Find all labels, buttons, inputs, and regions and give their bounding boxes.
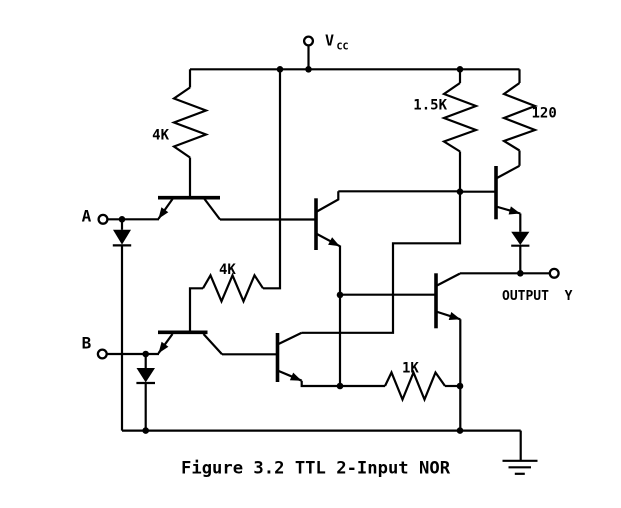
resistor-1k5-label: 1.5K (413, 98, 447, 114)
resistor-zigzag (440, 82, 480, 153)
resistor-4k-input-b: 4K (188, 69, 282, 332)
q3-collector (315, 191, 340, 213)
ground-rail (122, 427, 538, 475)
input-a: A (82, 207, 159, 226)
vcc-terminal (302, 35, 315, 47)
ground-symbol-icon (502, 459, 538, 475)
resistor-4k-a-label: 4K (152, 128, 169, 144)
diode-triangle (511, 231, 530, 245)
junction-dot (456, 427, 464, 434)
junction-dot (142, 427, 149, 434)
junction-dot (456, 382, 464, 390)
input-a-label: A (82, 207, 92, 226)
q2-emitter-arrow-icon (158, 341, 169, 354)
resistor-1k5: 1.5K (413, 69, 480, 192)
transistor-q6-output-low (434, 272, 462, 431)
output-label: OUTPUT Y (502, 289, 573, 304)
transistor-q4-phase-splitter-b (275, 191, 462, 388)
vcc-subscript-label: CC (337, 42, 349, 53)
q1-emitter-arrow-icon (158, 207, 169, 219)
phase-splitter-node-wires (336, 188, 464, 390)
transistor-q1-input-a (157, 195, 316, 221)
input-b: B (82, 334, 159, 360)
resistor-zigzag (384, 369, 446, 403)
resistor-4k-input-a: 4K (152, 69, 210, 197)
q5-emitter-arrow-icon (508, 206, 521, 215)
resistor-1k-label: 1K (402, 361, 419, 377)
output-terminal (548, 267, 560, 279)
q6-collector (435, 272, 461, 287)
resistor-120-label: 120 (532, 106, 557, 122)
q4-collector-wire (301, 191, 462, 334)
vcc-label: V (325, 32, 334, 50)
transistor-q5-output-high (460, 164, 522, 232)
transistor-q2-input-b (157, 330, 278, 356)
resistor-1k: 1K (340, 361, 464, 403)
transistor-q3-phase-splitter-a (314, 190, 460, 295)
resistor-lead (188, 287, 203, 332)
q6-emitter-arrow-icon (448, 312, 461, 320)
output-shift-diode (511, 231, 530, 274)
diode-triangle (136, 368, 155, 383)
q4-emitter-arrow-icon (289, 372, 302, 381)
riser-to-vcc-wire (263, 69, 282, 290)
q4-emitter-wire (300, 380, 340, 388)
q3-emitter-arrow-icon (328, 237, 340, 247)
resistor-zigzag (500, 82, 539, 152)
resistor-4k-b-label: 4K (219, 262, 236, 278)
input-b-terminal (96, 348, 108, 360)
junction-dot (517, 270, 524, 277)
vcc-power-rail: V CC (190, 32, 520, 73)
clamp-diode-a (112, 219, 132, 431)
q4-collector (277, 331, 303, 346)
clamp-diode-b (136, 354, 155, 431)
figure-caption: Figure 3.2 TTL 2-Input NOR (181, 459, 451, 479)
q1-collector (203, 198, 221, 221)
resistor-120: 120 (500, 69, 557, 166)
output-y: OUTPUT Y (460, 267, 573, 304)
q5-collector (495, 164, 521, 180)
input-a-terminal (97, 213, 109, 225)
q2-collector (202, 333, 223, 356)
input-b-label: B (82, 334, 92, 353)
resistor-zigzag (170, 86, 210, 159)
resistor-zigzag (202, 272, 264, 305)
diode-triangle (113, 229, 131, 245)
junction-dot (305, 66, 312, 73)
